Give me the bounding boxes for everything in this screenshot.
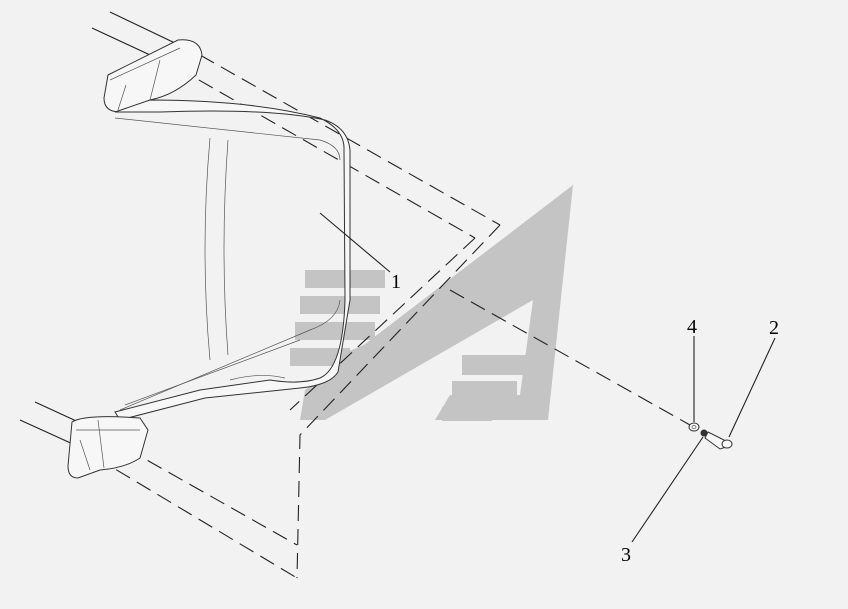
callout-3: 3: [621, 544, 631, 566]
leader-lines: [319, 212, 776, 543]
callout-1: 1: [391, 271, 401, 293]
part-4-washer: [688, 422, 700, 432]
part-1-bracket: [67, 39, 351, 479]
callout-2: 2: [769, 317, 779, 339]
callout-4: 4: [687, 316, 697, 338]
part-2-bolt: [704, 431, 733, 450]
watermark-logo-icon: [290, 185, 573, 421]
